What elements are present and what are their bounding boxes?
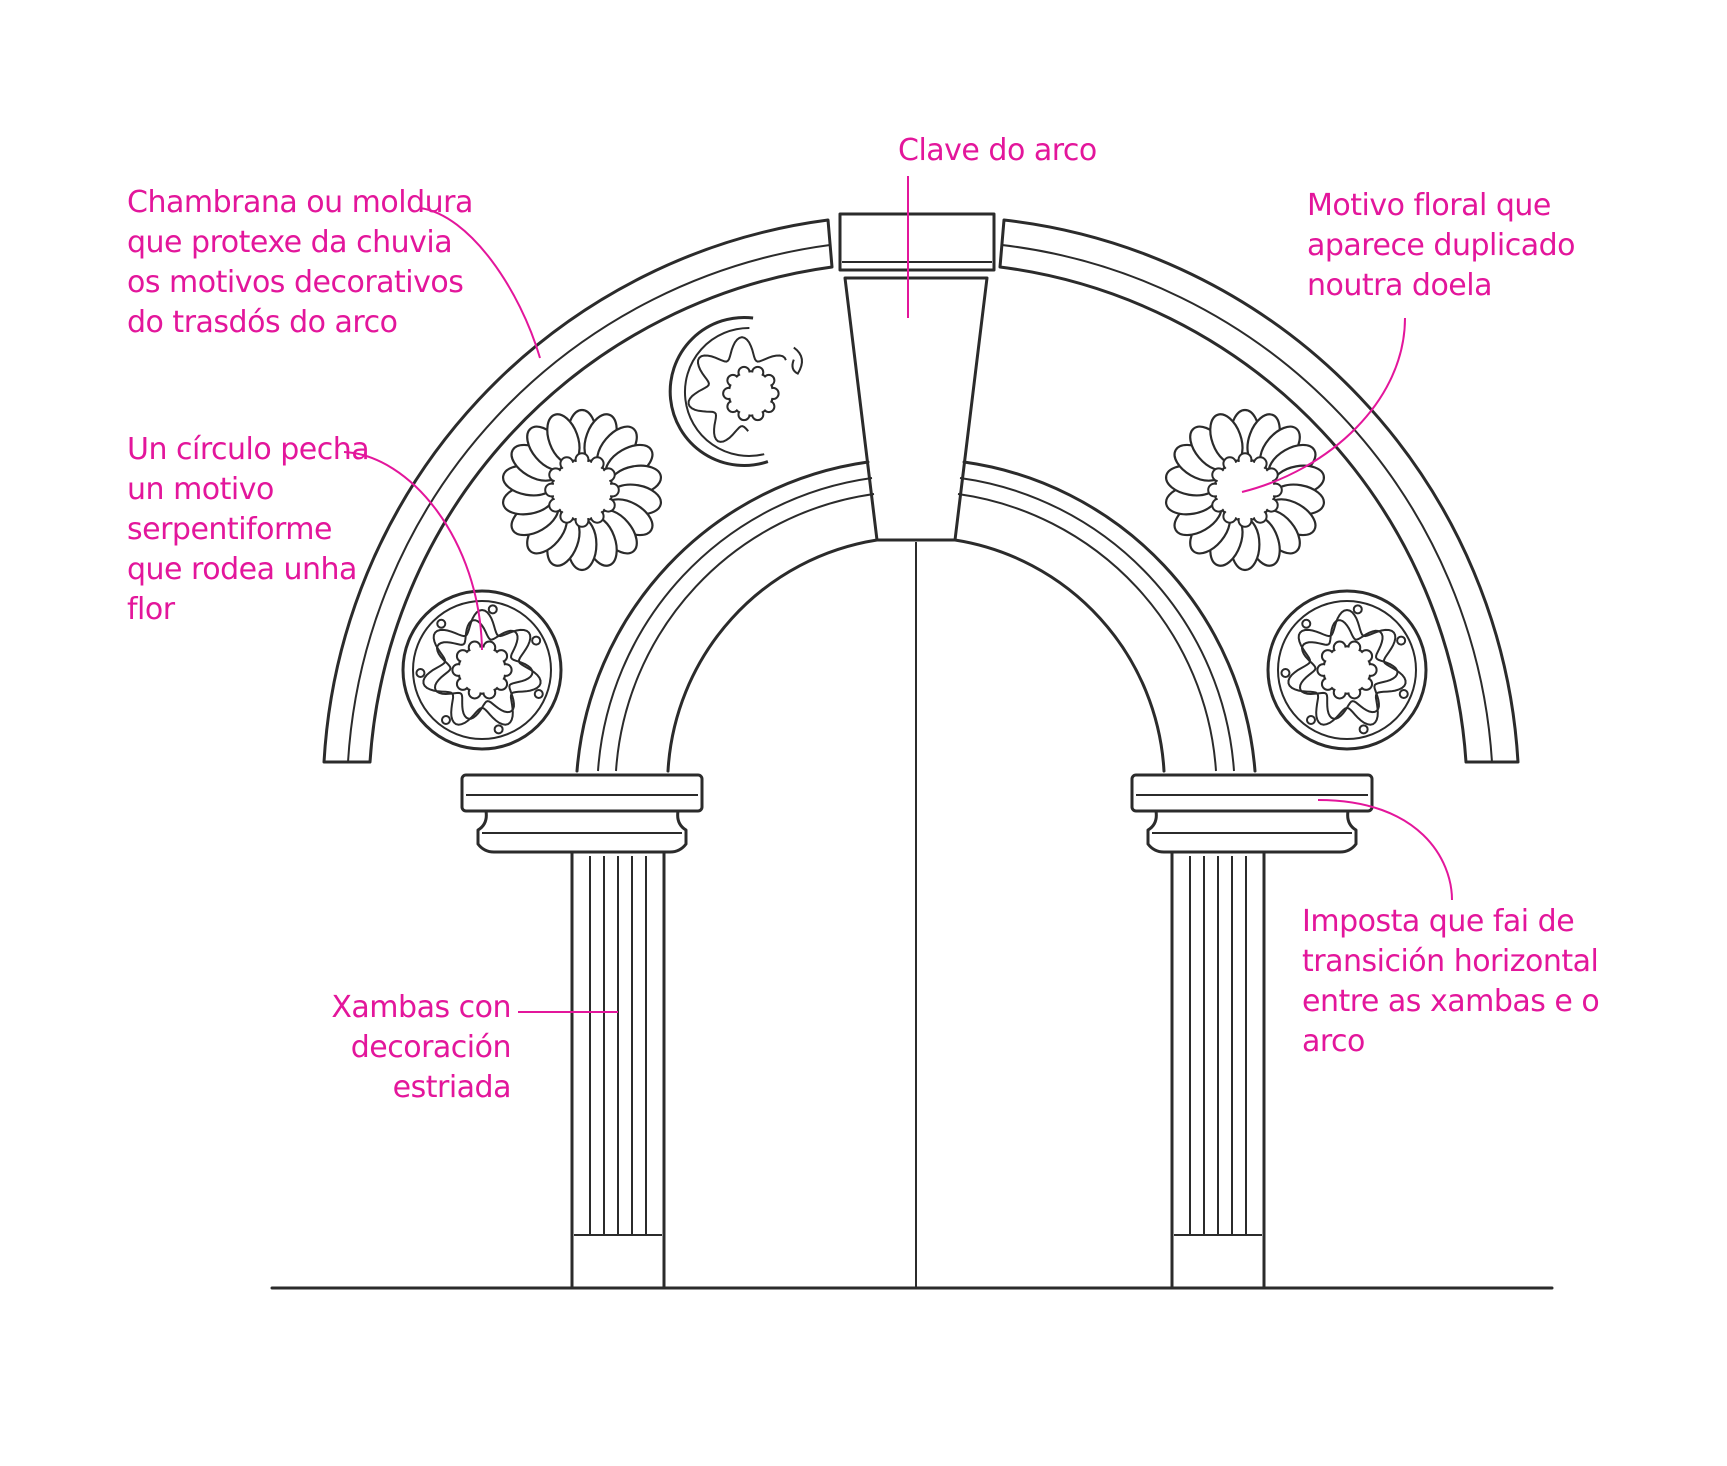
label-circulo: Un círculo pecha un motivo serpentiforme… xyxy=(127,432,370,627)
label-motivo-floral: Motivo floral que aparece duplicado nout… xyxy=(1307,188,1575,303)
jamb-left xyxy=(570,850,666,1290)
chambrana-moulding xyxy=(322,218,1520,764)
keystone-cap xyxy=(838,212,996,272)
leader-circulo xyxy=(343,451,483,651)
inner-archivolt xyxy=(575,460,1257,773)
flower-right-icon xyxy=(1164,408,1326,572)
impost-left xyxy=(460,773,704,854)
medallion-right-icon xyxy=(1266,589,1428,751)
flower-left-icon xyxy=(501,408,663,572)
label-xambas: Xambas con decoración estriada xyxy=(331,990,511,1105)
medallion-partial-icon xyxy=(668,315,803,467)
keystone xyxy=(843,276,989,542)
leader-chambrana xyxy=(419,207,541,359)
leader-motivo-floral xyxy=(1241,317,1406,493)
label-imposta: Imposta que fai de transición horizontal… xyxy=(1302,904,1600,1059)
impost-right xyxy=(1130,773,1374,854)
label-chambrana: Chambrana ou moldura que protexe da chuv… xyxy=(127,185,473,340)
leader-imposta xyxy=(1317,799,1453,901)
label-clave: Clave do arco xyxy=(898,133,1097,168)
medallion-left-icon xyxy=(401,589,563,751)
jamb-right xyxy=(1170,850,1266,1290)
